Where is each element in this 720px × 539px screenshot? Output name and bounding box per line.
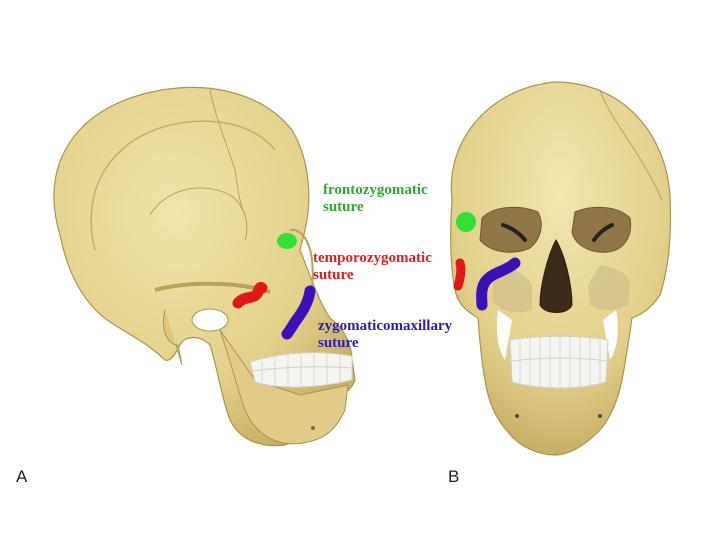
anterior-skull bbox=[450, 81, 672, 456]
frontozygomatic-label: frontozygomatic suture bbox=[323, 182, 428, 216]
frontozygomatic-marker-anterior bbox=[456, 212, 476, 232]
temporozygomatic-marker-anterior bbox=[453, 258, 466, 291]
panel-letter-b: B bbox=[448, 467, 460, 486]
frontozygomatic-marker-lateral bbox=[277, 233, 297, 249]
temporozygomatic-label: temporozygomatic suture bbox=[313, 250, 432, 284]
zygomaticomaxillary-label: zygomaticomaxillary suture bbox=[318, 318, 452, 352]
zygomaticomaxillary-marker-lateral bbox=[281, 285, 316, 340]
temporozygomatic-label-line2: suture bbox=[313, 267, 354, 283]
panel-letter-a: A bbox=[16, 467, 28, 486]
zygomaticomaxillary-marker-anterior bbox=[476, 257, 521, 311]
temporozygomatic-label-line1: temporozygomatic bbox=[313, 250, 432, 266]
frontozygomatic-label-line2: suture bbox=[323, 199, 364, 215]
temporozygomatic-marker-lateral bbox=[232, 281, 268, 309]
frontozygomatic-label-line1: frontozygomatic bbox=[323, 182, 428, 198]
zygomaticomaxillary-label-line1: zygomaticomaxillary bbox=[318, 318, 453, 334]
zygomaticomaxillary-label-line2: suture bbox=[318, 335, 359, 351]
lateral-skull bbox=[53, 86, 356, 447]
